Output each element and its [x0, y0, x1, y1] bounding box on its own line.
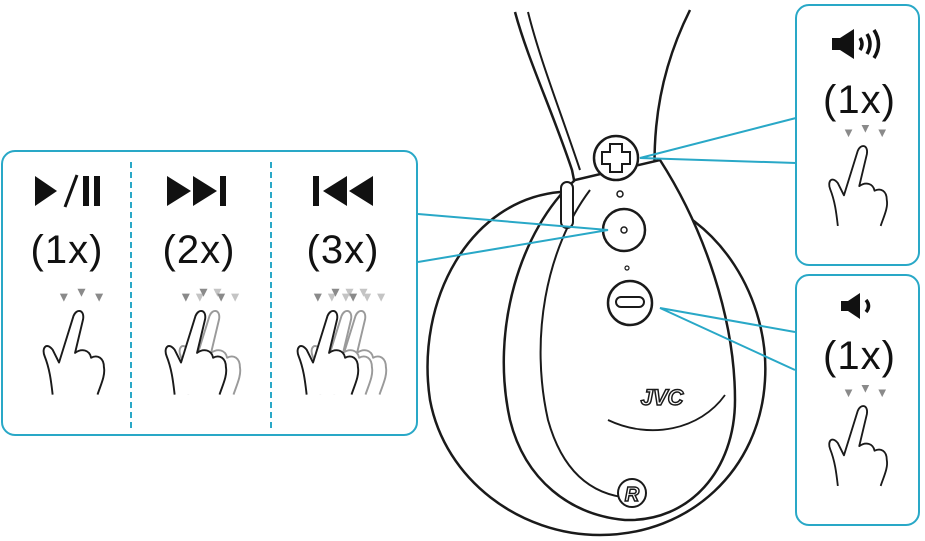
tap-gesture-1 [31, 288, 121, 428]
volume-down-button[interactable] [606, 279, 654, 327]
divider-1 [130, 162, 132, 428]
tap-mark [377, 293, 386, 302]
earcup-sheen [607, 394, 726, 432]
tap-mark [363, 293, 372, 302]
dot-icon [620, 226, 628, 234]
previous-track-icon [313, 176, 373, 206]
tap-gesture-volume-up [817, 124, 907, 258]
volume-down-icon [841, 293, 871, 319]
tap-mark [844, 389, 853, 398]
tap-mark [345, 288, 354, 297]
indicator-led [616, 190, 624, 198]
volume-up-callout: (1x) [795, 4, 920, 266]
left-callout: (1x) (2x) (3x) [1, 150, 418, 436]
tap-finger-drawing [828, 384, 889, 487]
finger-outline [164, 310, 228, 395]
earcup-body [502, 158, 737, 522]
tap-mark [341, 293, 350, 302]
play-pause-icon [35, 174, 100, 208]
leader-lines [417, 117, 797, 371]
side-badge [617, 478, 647, 508]
tap-finger [164, 288, 228, 395]
tap-mark [195, 293, 204, 302]
leader-volume-up [639, 117, 797, 164]
tap-mark [77, 288, 86, 297]
leader-volume-down [659, 307, 796, 371]
tap-count-volume-down: (1x) [823, 334, 896, 378]
tap-mark [217, 293, 226, 302]
tap-mark [861, 124, 870, 133]
volume-up-button[interactable] [592, 134, 640, 182]
tap-mark [861, 384, 870, 393]
tap-finger [828, 124, 889, 227]
divider-2 [270, 162, 272, 428]
tap-mark [331, 288, 340, 297]
leader-play-pause [417, 213, 609, 263]
tap-mark [349, 293, 358, 302]
finger-outline [828, 405, 889, 487]
tap-mark [213, 288, 222, 297]
side-slot [560, 181, 574, 229]
tap-finger-drawing [828, 124, 889, 227]
tap-mark [95, 293, 104, 302]
finger-outline [828, 145, 889, 227]
tap-gesture-3 [285, 288, 415, 428]
tap-mark [199, 288, 208, 297]
mic-hole [624, 265, 630, 271]
tap-mark [181, 293, 190, 302]
tap-mark [59, 293, 68, 302]
brand-logo: JVC [641, 385, 685, 410]
play-pause-button[interactable] [601, 207, 647, 253]
tap-finger-drawing [164, 288, 242, 395]
finger-outline [296, 310, 360, 395]
tap-mark [313, 293, 322, 302]
next-track-icon [167, 176, 226, 206]
tap-finger-drawing [296, 288, 388, 395]
tap-finger [828, 384, 889, 487]
tap-count-play-pause: (1x) [30, 228, 104, 272]
finger-outline [42, 310, 106, 395]
tap-gesture-volume-down [817, 384, 907, 518]
plus-icon [601, 143, 631, 173]
minus-icon [615, 296, 645, 308]
tap-mark [878, 389, 887, 398]
tap-finger [296, 288, 360, 395]
tap-finger-drawing [42, 288, 106, 395]
tap-mark [844, 129, 853, 138]
tap-mark [327, 293, 336, 302]
tap-gesture-2 [153, 288, 263, 428]
tap-count-next-track: (2x) [162, 228, 236, 272]
tap-mark [359, 288, 368, 297]
tap-mark [231, 293, 240, 302]
tap-count-previous-track: (3x) [306, 228, 380, 272]
tap-finger [42, 288, 106, 395]
tap-count-volume-up: (1x) [823, 78, 896, 122]
volume-down-callout: (1x) [795, 274, 920, 526]
side-badge-letter: R [625, 484, 640, 506]
earcup-inner-curve [539, 189, 631, 499]
tap-mark [878, 129, 887, 138]
headband-inner-line [527, 11, 581, 171]
volume-up-icon [832, 29, 881, 59]
